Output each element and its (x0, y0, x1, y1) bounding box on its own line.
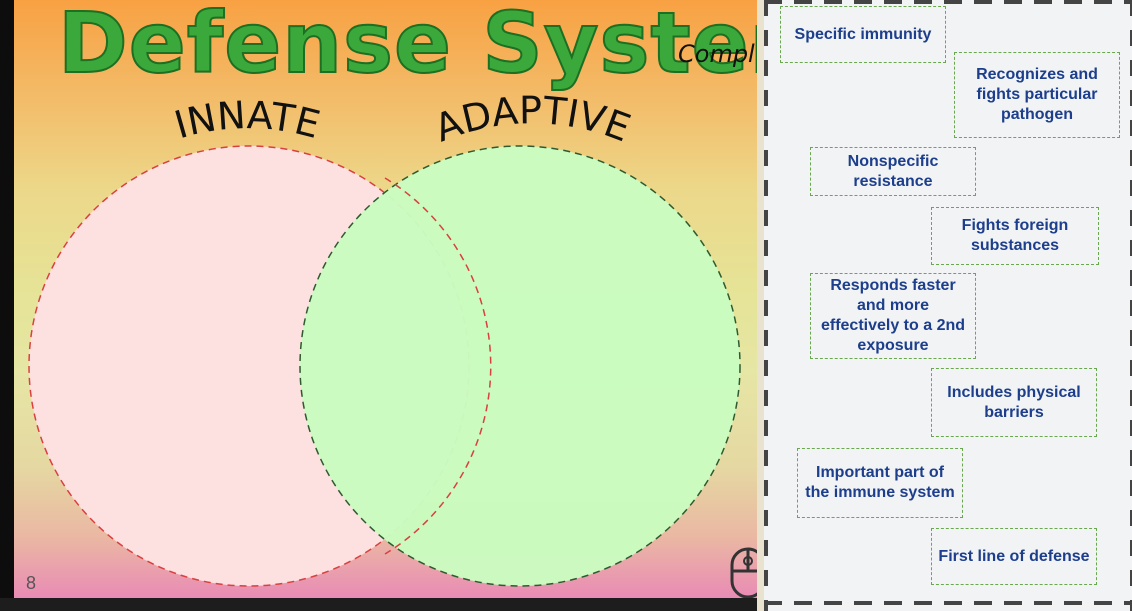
page-number: 8 (26, 573, 37, 593)
card-fights-foreign-substances[interactable]: Fights foreign substances (931, 207, 1099, 265)
card-text: Important part of the immune system (805, 464, 955, 501)
card-immune-system-part[interactable]: Important part of the immune system (797, 448, 963, 518)
panel-border-left (764, 0, 768, 611)
mouse-icon[interactable] (728, 545, 757, 598)
panel-border-right (1130, 0, 1132, 611)
card-text: First line of defense (938, 547, 1090, 565)
card-physical-barriers[interactable]: Includes physical barriers (931, 368, 1097, 437)
panel-border-top (764, 0, 1132, 4)
panel-divider (757, 0, 764, 611)
card-first-line-defense[interactable]: First line of defense (931, 528, 1097, 585)
card-text: Fights foreign substances (961, 217, 1069, 254)
venn-circle-adaptive[interactable] (299, 145, 741, 587)
venn-label-innate: INNATE (170, 93, 325, 147)
panel-border-bottom (764, 601, 1132, 605)
card-text: Specific immunity (794, 25, 932, 43)
card-text: Responds faster and more effectively to … (820, 277, 966, 354)
card-text: Includes physical barriers (947, 383, 1081, 421)
slide-left-edge (0, 0, 14, 598)
slide-bottom-bar (0, 598, 757, 611)
slide-title: Defense Systems (57, 0, 757, 93)
venn-diagram: INNATE ADAPTIVE (28, 88, 741, 587)
card-specific-immunity[interactable]: Specific immunity (780, 6, 946, 63)
slide: Defense Systems Compl INNATE ADAPTIVE 8 (0, 0, 757, 598)
card-responds-faster[interactable]: Responds faster and more effectively to … (810, 273, 976, 359)
card-nonspecific-resistance[interactable]: Nonspecific resistance (810, 147, 976, 196)
slide-subtitle: Compl (678, 40, 755, 68)
card-text: Recognizes and fights particular pathoge… (976, 66, 1098, 123)
venn-label-adaptive: ADAPTIVE (429, 88, 636, 150)
drag-card-panel: Specific immunity Recognizes and fights … (764, 0, 1132, 611)
card-text: Nonspecific resistance (847, 152, 939, 190)
card-recognizes-pathogen[interactable]: Recognizes and fights particular pathoge… (954, 52, 1120, 138)
